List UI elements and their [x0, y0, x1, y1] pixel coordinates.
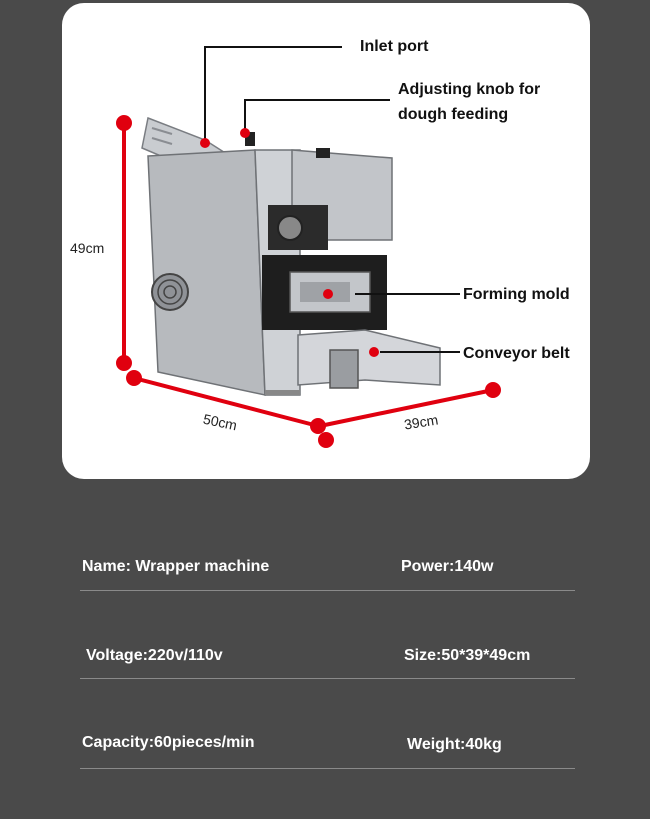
inlet-port-label: Inlet port — [360, 38, 429, 55]
knob-label-line2: dough feeding — [398, 106, 509, 123]
callout-dots — [200, 128, 379, 357]
forming-mold-label: Forming mold — [463, 286, 570, 303]
machine-illustration — [116, 46, 501, 448]
spec-divider — [80, 590, 575, 591]
knob-label-line1: Adjusting knob for — [398, 81, 541, 98]
callout-lines — [204, 46, 460, 353]
machine-body — [141, 116, 441, 396]
spec-capacity: Capacity:60pieces/min — [82, 734, 255, 751]
conveyor-belt-label: Conveyor belt — [463, 345, 570, 362]
height-dimension: 49cm — [70, 240, 105, 256]
spec-size: Size:50*39*49cm — [404, 647, 531, 664]
spec-divider — [80, 678, 575, 679]
spec-power: Power:140w — [401, 558, 494, 575]
spec-voltage: Voltage:220v/110v — [86, 647, 223, 664]
dimension-markers — [116, 115, 501, 448]
spec-divider — [80, 768, 575, 769]
spec-weight: Weight:40kg — [407, 736, 502, 753]
spec-name: Name: Wrapper machine — [82, 558, 270, 575]
